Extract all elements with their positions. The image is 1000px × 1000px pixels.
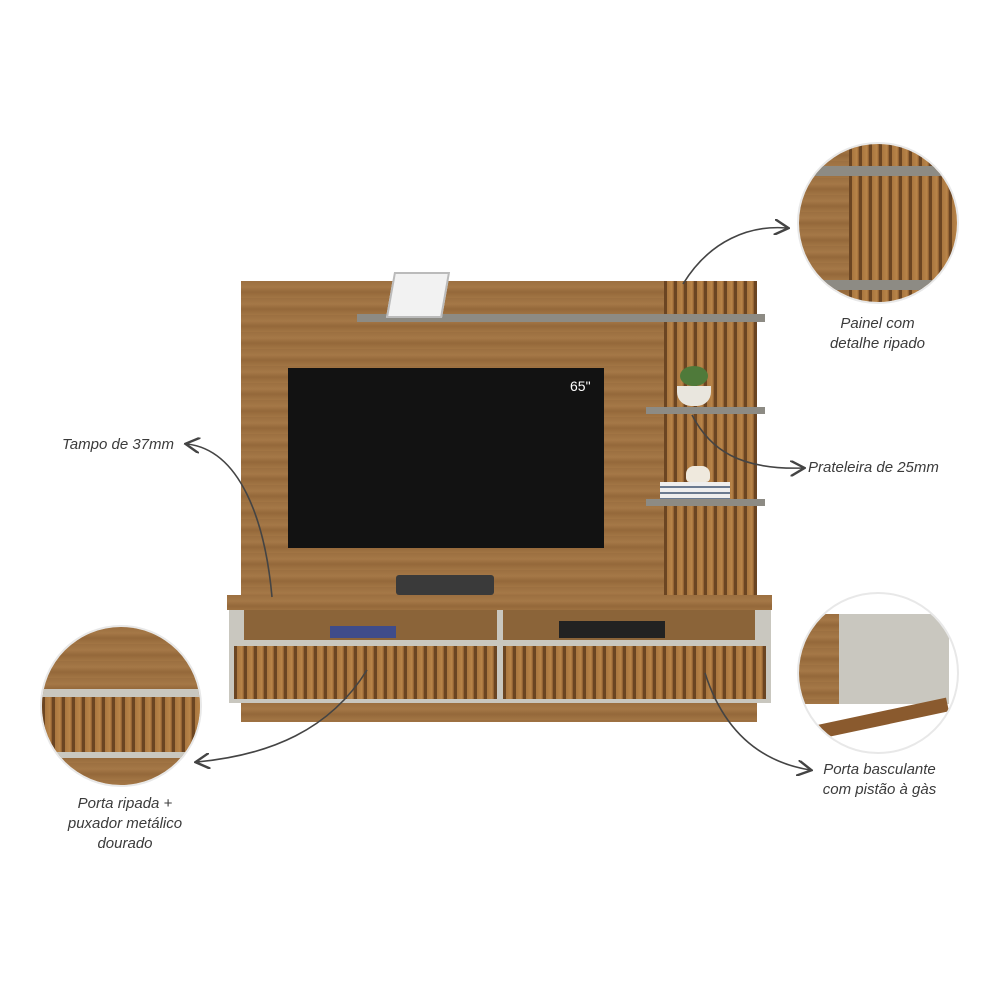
books bbox=[660, 482, 730, 499]
arrow-shelf bbox=[691, 414, 803, 468]
tv-screen bbox=[288, 368, 604, 548]
dvd-player bbox=[559, 621, 665, 638]
top-shelf bbox=[357, 314, 765, 322]
label-flap: Porta basculante com pistão à gàs bbox=[822, 761, 937, 798]
rack-door-right[interactable] bbox=[503, 646, 766, 699]
rack-top bbox=[227, 595, 772, 610]
label-shelf: Prateleira de 25mm bbox=[808, 459, 939, 476]
rack-plinth bbox=[241, 703, 757, 722]
plant-pot bbox=[677, 386, 711, 406]
slatted-panel-section bbox=[664, 281, 757, 595]
side-shelf-upper bbox=[646, 407, 765, 414]
label-door: Porta ripada + puxador metálico dourado bbox=[67, 795, 183, 852]
label-panel: Painel com detalhe ripado bbox=[829, 315, 926, 352]
side-shelf-lower bbox=[646, 499, 765, 506]
detail-circle-panel bbox=[797, 142, 959, 304]
arrow-panel bbox=[682, 228, 787, 285]
detail-circle-flap bbox=[797, 592, 959, 754]
soundbar bbox=[396, 575, 494, 595]
arrow-flap bbox=[704, 672, 810, 770]
label-top: Tampo de 37mm bbox=[62, 436, 175, 453]
plant bbox=[680, 366, 708, 386]
arrow-top bbox=[187, 444, 273, 598]
game-console bbox=[330, 626, 396, 638]
detail-circle-door bbox=[40, 625, 202, 787]
tv-size-label: 65" bbox=[570, 378, 591, 394]
arrow-door bbox=[197, 669, 368, 762]
vase bbox=[686, 466, 710, 482]
